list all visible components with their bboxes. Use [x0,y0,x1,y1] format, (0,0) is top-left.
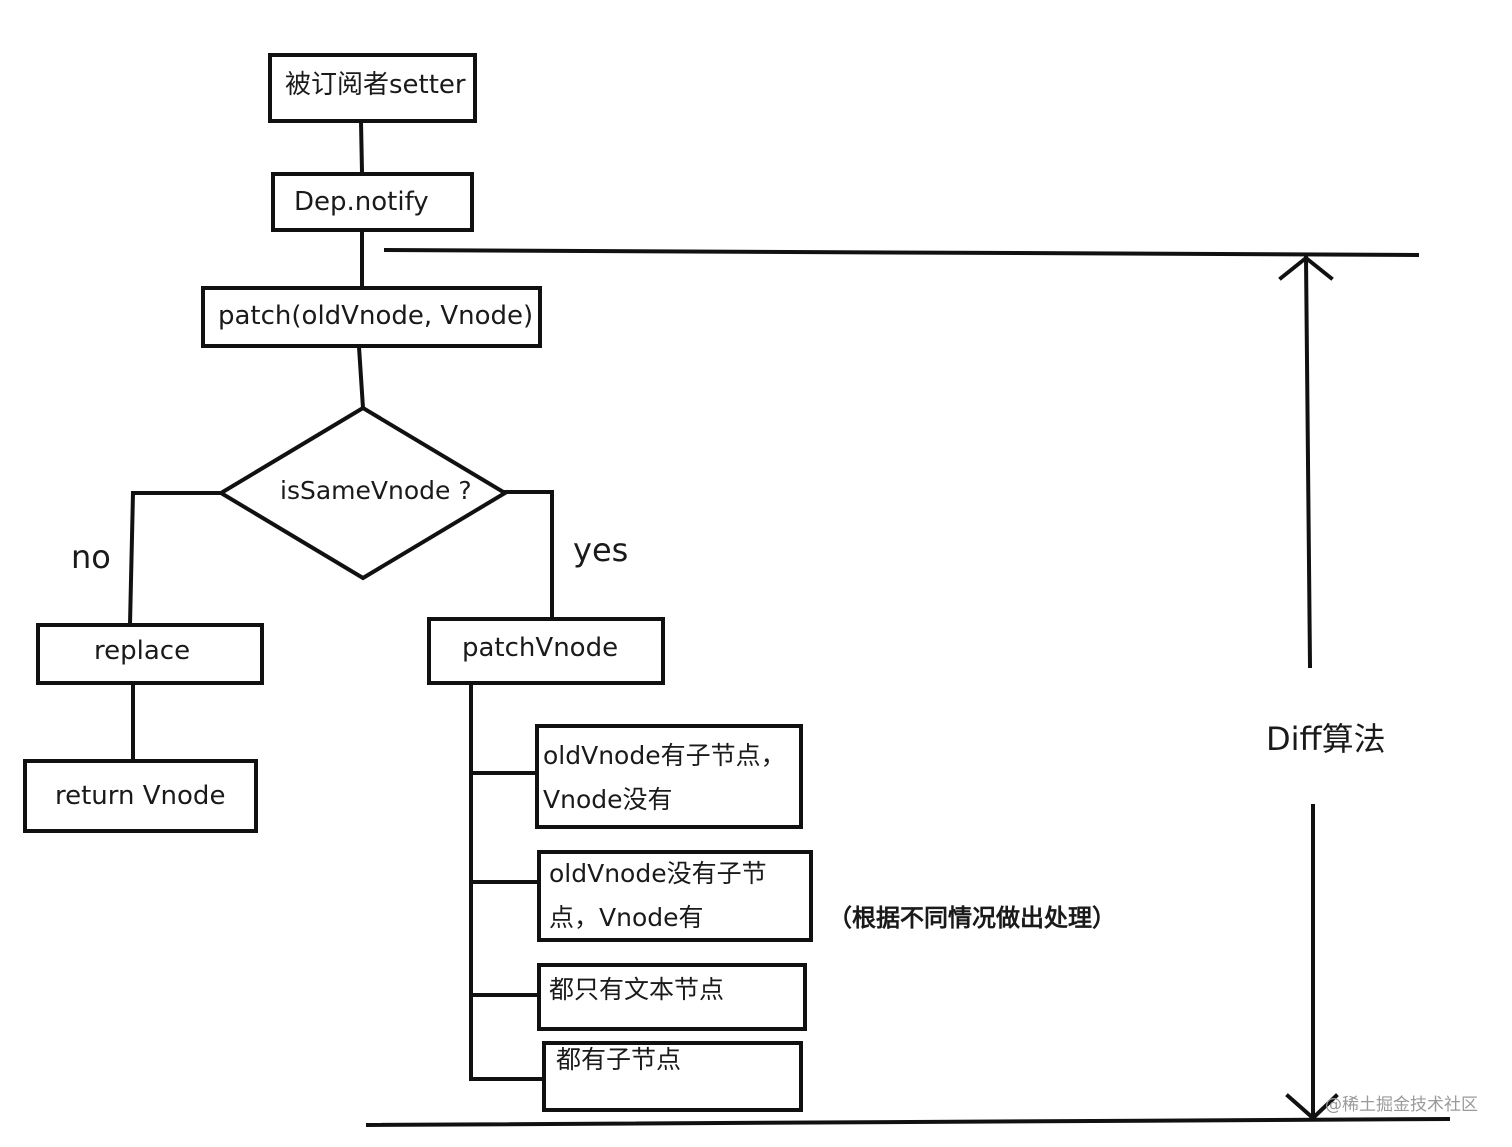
label-replace: replace [94,636,191,666]
watermark: @稀土掘金技术社区 [1325,1095,1478,1115]
label-diff-range: Diff算法 [1266,720,1386,758]
node-dep-notify [271,172,474,232]
label-edge-yes: yes [573,531,629,569]
diff-arrow-shaft-upper [1303,255,1313,669]
node-replace [36,623,264,685]
node-case-1 [535,724,803,829]
node-case-4 [542,1041,803,1112]
node-case-3 [537,963,807,1031]
label-edge-no: no [71,538,111,576]
edge-no-branch [127,491,223,627]
decision-diamond [217,405,509,581]
label-handling-note: （根据不同情况做出处理） [828,904,1116,932]
label-case-4: 都有子节点 [556,1045,682,1074]
label-decision: isSameVnode ? [280,476,472,505]
node-return-vnode [23,759,258,833]
edge-setter-to-notify [358,119,365,175]
node-patch-vnode [427,617,665,685]
label-case-3: 都只有文本节点 [549,975,725,1004]
label-subscriber-setter: 被订阅者setter [285,70,466,100]
diff-bottom-line [365,1116,1451,1128]
node-case-2 [537,850,813,942]
node-patch [201,286,542,348]
node-subscriber-setter [268,53,477,123]
label-dep-notify: Dep.notify [294,187,429,217]
label-patch-vnode: patchVnode [462,633,619,663]
diff-arrow-head-up [1278,255,1334,281]
label-return-vnode: return Vnode [55,781,226,811]
label-case-1: oldVnode有子节点， Vnode没有 [543,741,786,814]
diff-top-line [383,247,1420,258]
label-patch: patch(oldVnode, Vnode) [218,301,534,331]
diff-arrow-head-down [1285,1093,1339,1121]
edge-patch-to-decision [356,344,366,411]
edge-yes-branch [503,490,554,620]
label-case-2: oldVnode没有子节 点，Vnode有 [549,859,767,932]
